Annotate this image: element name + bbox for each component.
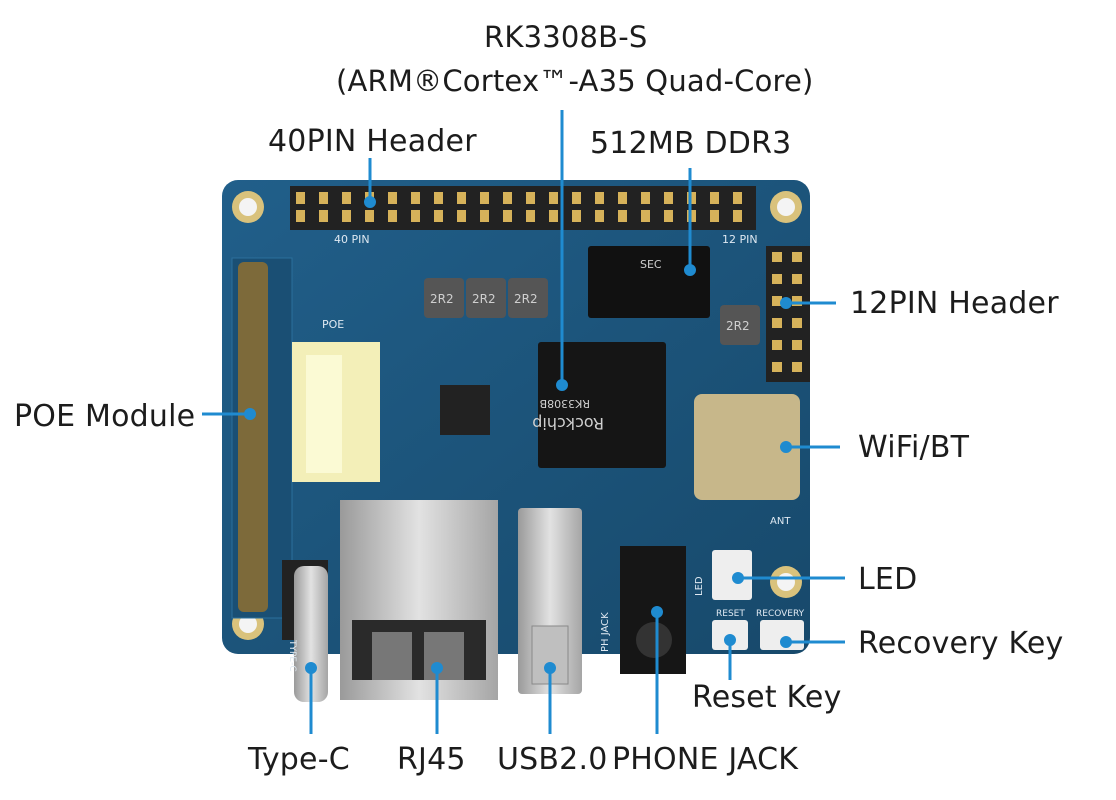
- header-pin: [388, 210, 397, 222]
- silk-inductor-1: 2R2: [430, 292, 454, 306]
- header-pin: [710, 210, 719, 222]
- silk-chip-brand: Rockchip: [532, 414, 604, 433]
- header-pin: [457, 192, 466, 204]
- label-512mb-ddr3: 512MB DDR3: [590, 126, 792, 161]
- silk-reset: RESET: [716, 609, 745, 619]
- poe-module-board: [231, 257, 380, 640]
- header-pin: [664, 210, 673, 222]
- header-pin: [772, 296, 782, 306]
- header-pin: [549, 192, 558, 204]
- header-pin: [595, 210, 604, 222]
- header-pin: [792, 296, 802, 306]
- label-40pin-header: 40PIN Header: [268, 124, 477, 159]
- header-pin: [664, 192, 673, 204]
- header-pin: [792, 274, 802, 284]
- label-phone-jack: PHONE JACK: [612, 742, 799, 777]
- silk-recovery: RECOVERY: [756, 609, 805, 619]
- silk-chip-model: RK3308B: [540, 397, 590, 410]
- header-pin: [710, 192, 719, 204]
- inductors: [424, 278, 760, 345]
- header-pin: [572, 210, 581, 222]
- wifi-module: [694, 394, 800, 500]
- small-ic: [440, 385, 490, 435]
- label-soc-name: RK3308B-S: [484, 20, 648, 54]
- label-poe-module: POE Module: [14, 399, 196, 434]
- header-pin: [480, 210, 489, 222]
- header-pin: [572, 192, 581, 204]
- label-soc-desc: (ARM®Cortex™-A35 Quad-Core): [336, 64, 814, 98]
- header-pin: [618, 210, 627, 222]
- header-pin: [434, 210, 443, 222]
- header-pin: [772, 274, 782, 284]
- label-recovery-key: Recovery Key: [858, 626, 1064, 661]
- header-pin: [342, 192, 351, 204]
- header-pin: [549, 210, 558, 222]
- header-pin: [772, 252, 782, 262]
- header-pin: [296, 192, 305, 204]
- header-pin: [772, 340, 782, 350]
- silk-inductor-2: 2R2: [472, 292, 496, 306]
- header-pin: [411, 192, 420, 204]
- callouts: [202, 110, 845, 734]
- header-pin: [641, 192, 650, 204]
- header-pin: [733, 210, 742, 222]
- header-pin: [526, 192, 535, 204]
- label-reset-key: Reset Key: [692, 680, 842, 715]
- typec-port: [294, 566, 328, 702]
- header-pin: [618, 192, 627, 204]
- header-pin: [296, 210, 305, 222]
- header-pin: [772, 362, 782, 372]
- silk-ram-code: SEC: [640, 258, 662, 271]
- header-pin: [342, 210, 351, 222]
- header-pin: [411, 210, 420, 222]
- label-led: LED: [858, 562, 918, 597]
- header-pin: [457, 210, 466, 222]
- silk-inductor-4: 2R2: [726, 319, 750, 333]
- label-usb20: USB2.0: [497, 742, 608, 777]
- ram-chip: [588, 246, 710, 318]
- silk-40pin: 40 PIN: [334, 233, 370, 246]
- silk-typec: TYPE-C: [287, 639, 297, 672]
- header-pin: [526, 210, 535, 222]
- header-pin: [319, 192, 328, 204]
- header-pin: [772, 318, 782, 328]
- header-pin: [434, 192, 443, 204]
- header-pin: [319, 210, 328, 222]
- header-pin: [792, 340, 802, 350]
- header-pin: [503, 210, 512, 222]
- rj45-port: [340, 500, 498, 700]
- header-pin: [595, 192, 604, 204]
- silk-ant: ANT: [770, 516, 791, 527]
- label-12pin-header: 12PIN Header: [850, 286, 1059, 321]
- pin12-header: [766, 246, 810, 382]
- silk-inductor-3: 2R2: [514, 292, 538, 306]
- soc-chip: [538, 342, 666, 468]
- header-pin: [733, 192, 742, 204]
- header-pin: [641, 210, 650, 222]
- label-type-c: Type-C: [248, 742, 350, 777]
- header-pin: [792, 252, 802, 262]
- label-rj45: RJ45: [397, 742, 466, 777]
- silk-ph-jack: PH JACK: [600, 612, 611, 652]
- led-component: [712, 550, 752, 600]
- header-pin: [503, 192, 512, 204]
- header-pin: [365, 210, 374, 222]
- header-pin: [388, 192, 397, 204]
- header-pin: [480, 192, 489, 204]
- pin40-header: [290, 186, 756, 230]
- header-pin: [792, 318, 802, 328]
- silk-12pin: 12 PIN: [722, 233, 758, 246]
- label-wifi-bt: WiFi/BT: [858, 430, 970, 465]
- silk-poe: POE: [322, 318, 344, 331]
- silk-led: LED: [694, 576, 705, 596]
- header-pin: [792, 362, 802, 372]
